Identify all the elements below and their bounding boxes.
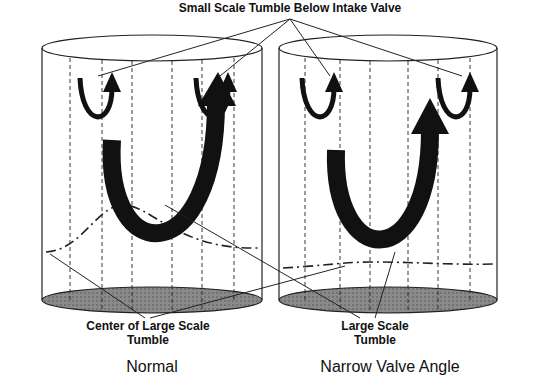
tumble-center-callout: Center of Large Scale Tumble xyxy=(83,320,213,348)
tumble-callout: Small Scale Tumble Below Intake Valve xyxy=(140,2,440,16)
large-tumble-arrows xyxy=(112,72,449,239)
cylinder-narrow-valve-angle xyxy=(279,35,497,313)
tumble-callout: Large Scale Tumble xyxy=(330,320,420,348)
panel-caption: Narrow Valve Angle xyxy=(320,358,459,376)
panel-caption: Normal xyxy=(126,358,178,376)
leader-lines xyxy=(50,19,462,318)
small-tumble-arrows xyxy=(80,72,479,117)
